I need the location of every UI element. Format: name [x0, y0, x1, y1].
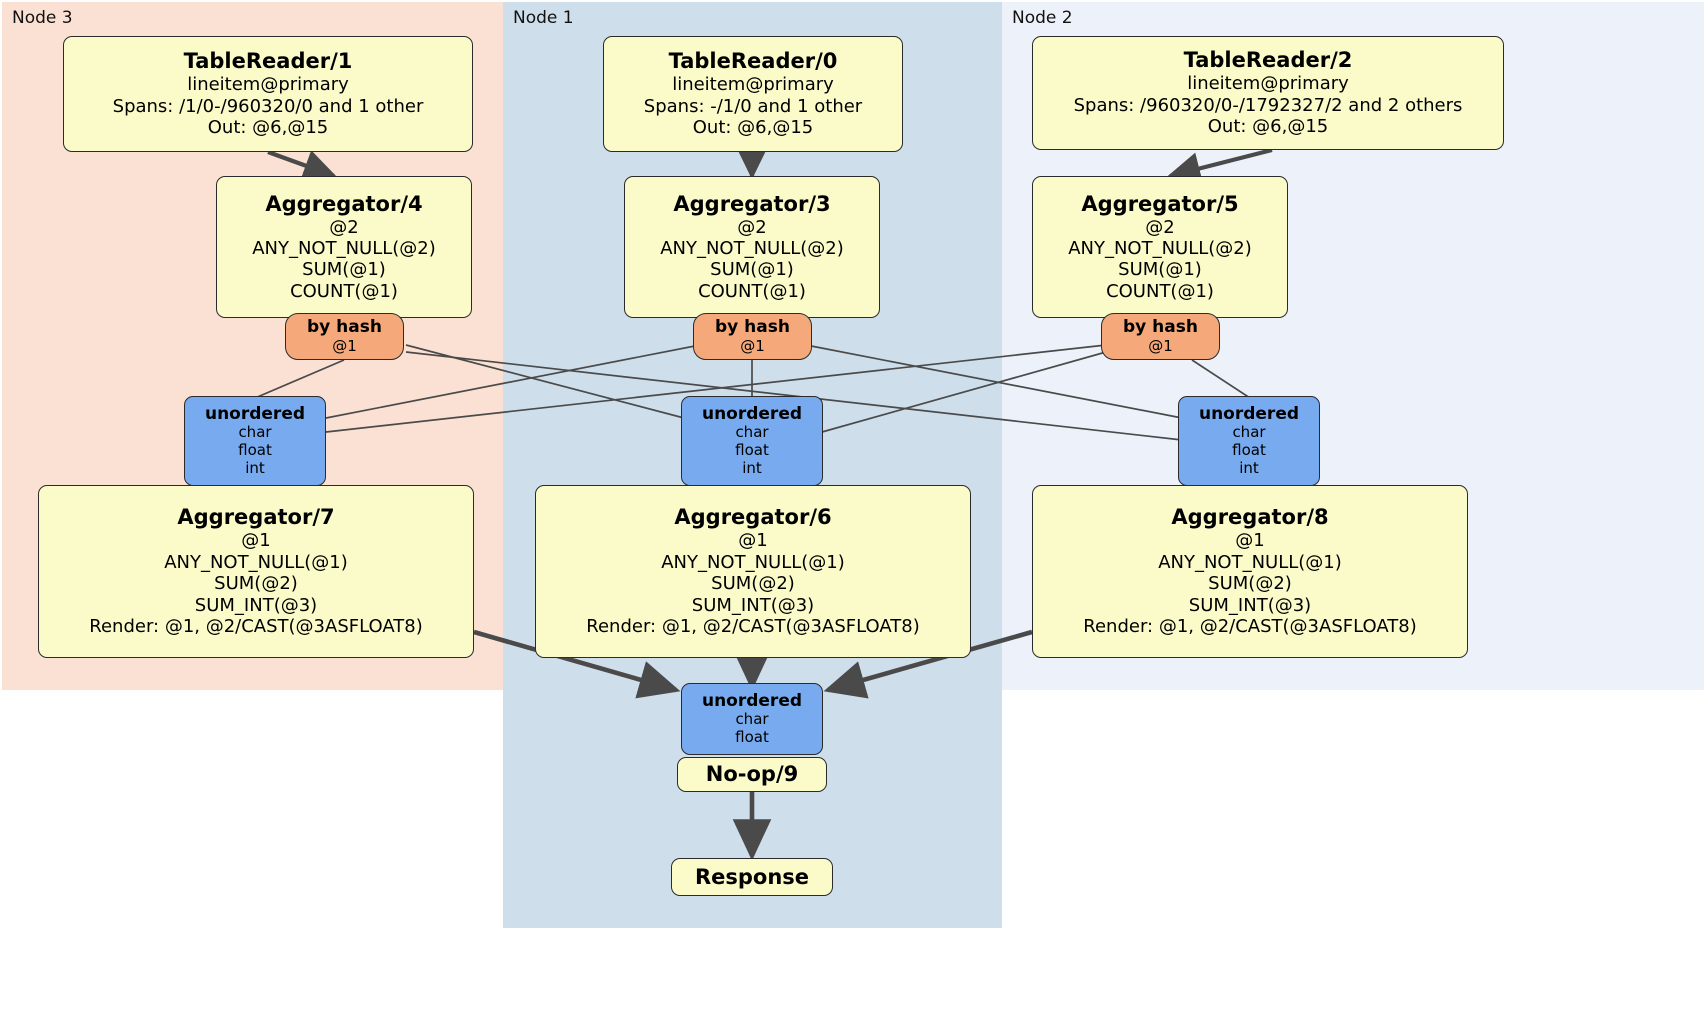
node-detail-line: SUM(@1)	[1118, 259, 1202, 281]
node-detail-line: Render: @1, @2/CAST(@3ASFLOAT8)	[89, 616, 423, 638]
node-detail-line: ANY_NOT_NULL(@1)	[1158, 551, 1342, 573]
router-by-hash-center[interactable]: by hash @1	[693, 313, 812, 360]
node-detail-line: lineitem@primary	[1187, 73, 1349, 95]
node-detail-line: SUM_INT(@3)	[1188, 594, 1312, 616]
node-detail-line: SUM(@2)	[711, 573, 795, 595]
node-detail-line: Render: @1, @2/CAST(@3ASFLOAT8)	[1083, 616, 1417, 638]
node-detail-line: Out: @6,@15	[207, 117, 329, 139]
stream-detail-line: int	[245, 459, 265, 478]
node-title: Aggregator/6	[674, 505, 832, 530]
node-response[interactable]: Response	[671, 858, 833, 896]
node-aggregator-6[interactable]: Aggregator/6 @1 ANY_NOT_NULL(@1) SUM(@2)…	[535, 485, 971, 658]
node-aggregator-8[interactable]: Aggregator/8 @1 ANY_NOT_NULL(@1) SUM(@2)…	[1032, 485, 1468, 658]
router-detail-line: @1	[332, 336, 357, 355]
node-detail-line: Out: @6,@15	[692, 117, 814, 139]
node-detail-line: @1	[738, 530, 768, 552]
node-detail-line: ANY_NOT_NULL(@1)	[661, 551, 845, 573]
node-tablereader-2[interactable]: TableReader/2 lineitem@primary Spans: /9…	[1032, 36, 1504, 150]
node-detail-line: COUNT(@1)	[698, 280, 806, 302]
stream-detail-line: char	[238, 423, 272, 442]
panel-node1-label: Node 1	[513, 8, 574, 28]
stream-detail-line: char	[1232, 423, 1266, 442]
node-detail-line: SUM(@1)	[710, 259, 794, 281]
node-title: No-op/9	[705, 762, 799, 786]
node-title: TableReader/1	[183, 49, 353, 74]
node-detail-line: Spans: /960320/0-/1792327/2 and 2 others	[1073, 94, 1463, 116]
node-title: Aggregator/5	[1081, 191, 1239, 216]
node-detail-line: Out: @6,@15	[1207, 116, 1329, 138]
node-aggregator-4[interactable]: Aggregator/4 @2 ANY_NOT_NULL(@2) SUM(@1)…	[216, 176, 472, 318]
node-detail-line: @1	[241, 530, 271, 552]
stream-unordered-final[interactable]: unordered char float	[681, 683, 823, 755]
node-detail-line: COUNT(@1)	[290, 280, 398, 302]
router-title: by hash	[1123, 317, 1198, 338]
node-detail-line: SUM_INT(@3)	[691, 594, 815, 616]
node-title: Response	[694, 864, 810, 889]
node-aggregator-5[interactable]: Aggregator/5 @2 ANY_NOT_NULL(@2) SUM(@1)…	[1032, 176, 1288, 318]
node-detail-line: @2	[1145, 216, 1175, 238]
node-noop-9[interactable]: No-op/9	[677, 757, 827, 792]
node-detail-line: ANY_NOT_NULL(@2)	[252, 238, 436, 260]
stream-unordered-center[interactable]: unordered char float int	[681, 396, 823, 486]
node-detail-line: lineitem@primary	[187, 74, 349, 96]
node-title: TableReader/2	[1183, 48, 1353, 73]
node-detail-line: SUM(@2)	[214, 573, 298, 595]
node-detail-line: COUNT(@1)	[1106, 280, 1214, 302]
node-detail-line: SUM_INT(@3)	[194, 594, 318, 616]
panel-node2-label: Node 2	[1012, 8, 1073, 28]
node-detail-line: Spans: /1/0-/960320/0 and 1 other	[112, 95, 424, 117]
stream-title: unordered	[701, 404, 803, 425]
node-detail-line: SUM(@2)	[1208, 573, 1292, 595]
node-tablereader-1[interactable]: TableReader/1 lineitem@primary Spans: /1…	[63, 36, 473, 152]
stream-title: unordered	[204, 404, 306, 425]
router-detail-line: @1	[1148, 336, 1173, 355]
stream-unordered-left[interactable]: unordered char float int	[184, 396, 326, 486]
router-title: by hash	[307, 317, 382, 338]
node-aggregator-3[interactable]: Aggregator/3 @2 ANY_NOT_NULL(@2) SUM(@1)…	[624, 176, 880, 318]
stream-title: unordered	[1198, 404, 1300, 425]
router-by-hash-left[interactable]: by hash @1	[285, 313, 404, 360]
node-detail-line: Render: @1, @2/CAST(@3ASFLOAT8)	[586, 616, 920, 638]
stream-detail-line: int	[1239, 459, 1259, 478]
node-detail-line: ANY_NOT_NULL(@1)	[164, 551, 348, 573]
node-title: Aggregator/7	[177, 505, 335, 530]
stream-unordered-right[interactable]: unordered char float int	[1178, 396, 1320, 486]
node-detail-line: ANY_NOT_NULL(@2)	[660, 238, 844, 260]
stream-detail-line: char	[735, 710, 769, 729]
node-title: Aggregator/3	[673, 191, 831, 216]
router-title: by hash	[715, 317, 790, 338]
stream-title: unordered	[701, 691, 803, 712]
node-detail-line: Spans: -/1/0 and 1 other	[643, 95, 863, 117]
stream-detail-line: float	[735, 441, 769, 460]
node-tablereader-0[interactable]: TableReader/0 lineitem@primary Spans: -/…	[603, 36, 903, 152]
node-detail-line: ANY_NOT_NULL(@2)	[1068, 238, 1252, 260]
stream-detail-line: int	[742, 459, 762, 478]
stream-detail-line: float	[238, 441, 272, 460]
node-detail-line: SUM(@1)	[302, 259, 386, 281]
node-title: Aggregator/4	[265, 191, 423, 216]
node-detail-line: @2	[329, 216, 359, 238]
stream-detail-line: float	[1232, 441, 1266, 460]
stream-detail-line: char	[735, 423, 769, 442]
stream-detail-line: float	[735, 728, 769, 747]
router-by-hash-right[interactable]: by hash @1	[1101, 313, 1220, 360]
node-detail-line: @2	[737, 216, 767, 238]
node-detail-line: lineitem@primary	[672, 74, 834, 96]
node-detail-line: @1	[1235, 530, 1265, 552]
panel-node3-label: Node 3	[12, 8, 73, 28]
node-title: TableReader/0	[668, 49, 838, 74]
node-aggregator-7[interactable]: Aggregator/7 @1 ANY_NOT_NULL(@1) SUM(@2)…	[38, 485, 474, 658]
router-detail-line: @1	[740, 336, 765, 355]
node-title: Aggregator/8	[1171, 505, 1329, 530]
